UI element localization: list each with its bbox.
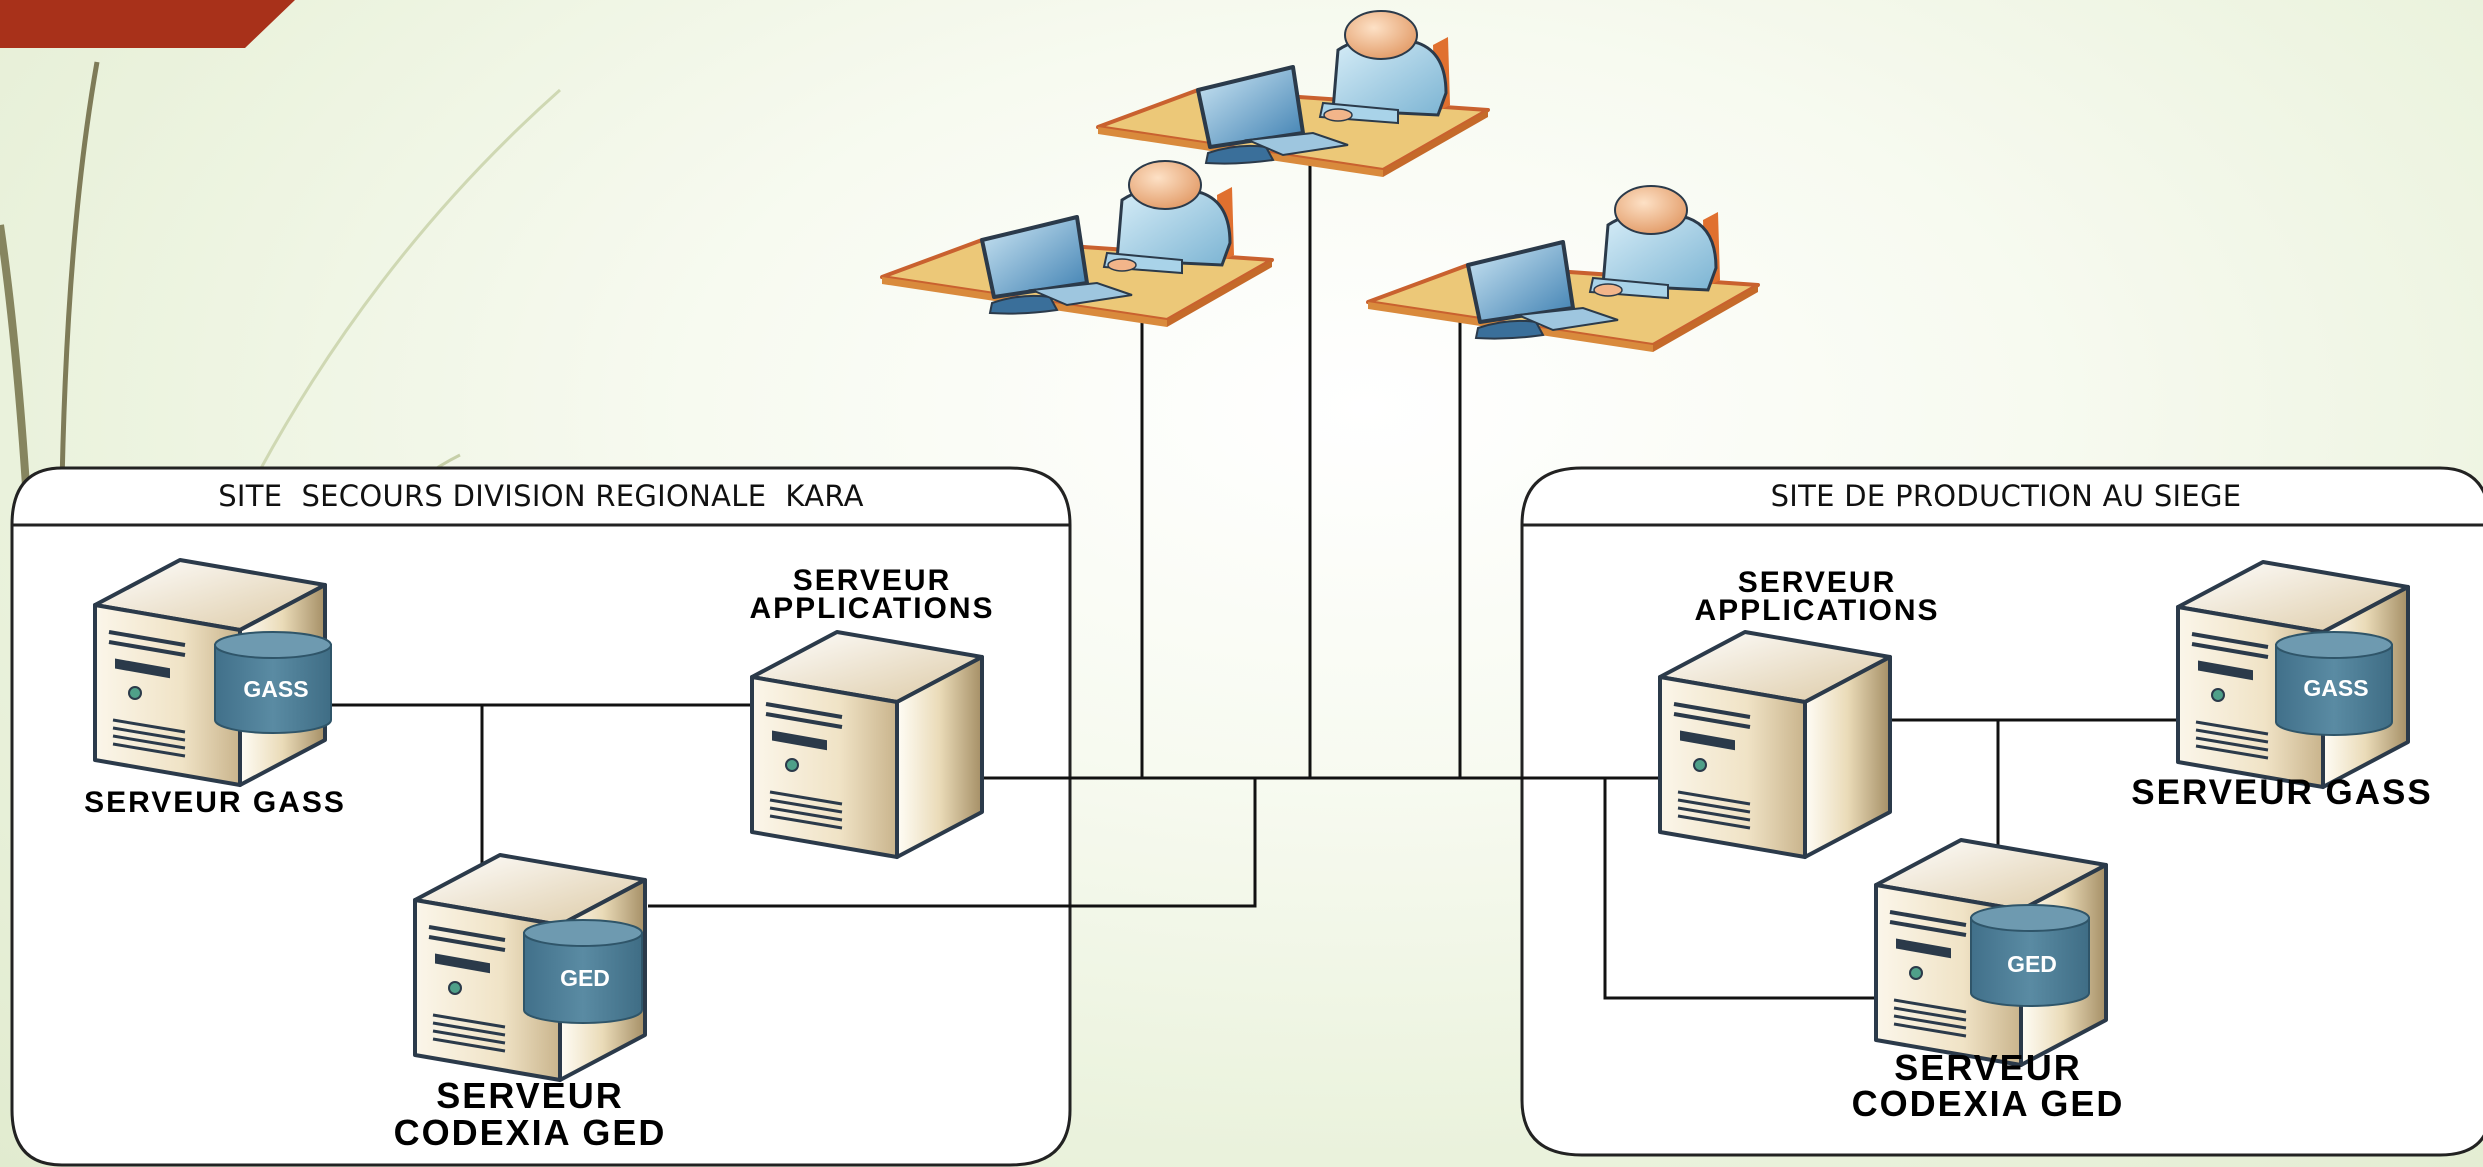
db-label-ged-right: GED [2007,951,2057,977]
server-ged-label-right-2: CODEXIA GED [1852,1083,2125,1124]
db-cylinder-ged-left [523,919,643,1024]
workstation-right [1366,184,1760,354]
decorative-stroke [258,88,561,471]
server-ged-label-right-1: SERVEUR [1894,1047,2081,1088]
db-label-ged-left: GED [560,965,610,991]
site-title-secours: SITE SECOURS DIVISION REGIONALE KARA [218,479,864,513]
db-cylinder-ged-right [1970,904,2090,1007]
link-ged-left [648,778,1257,908]
server-gass-label-right: SERVEUR GASS [2131,773,2433,812]
db-cylinder-gass-right [2275,631,2393,736]
db-label-gass-right: GASS [2303,675,2368,701]
db-cylinder-gass-left [214,631,332,734]
server-apps-right [1658,630,1892,859]
server-apps-label-right-2: APPLICATIONS [1694,594,1939,627]
server-apps-label-left-1: SERVEUR [793,564,952,597]
server-apps-left [750,630,984,859]
corner-banner [0,0,295,48]
workstation-top [1096,9,1490,179]
server-ged-label-left-1: SERVEUR [436,1075,623,1116]
link-ged-apps-right [1603,778,1880,1000]
server-apps-label-left-2: APPLICATIONS [749,592,994,625]
workstation-left [880,159,1274,329]
db-label-gass-left: GASS [243,676,308,702]
server-gass-label-left: SERVEUR GASS [84,786,346,819]
server-ged-label-left-2: CODEXIA GED [394,1112,667,1153]
site-title-production: SITE DE PRODUCTION AU SIEGE [1771,479,2242,513]
server-apps-label-right-1: SERVEUR [1738,566,1897,599]
